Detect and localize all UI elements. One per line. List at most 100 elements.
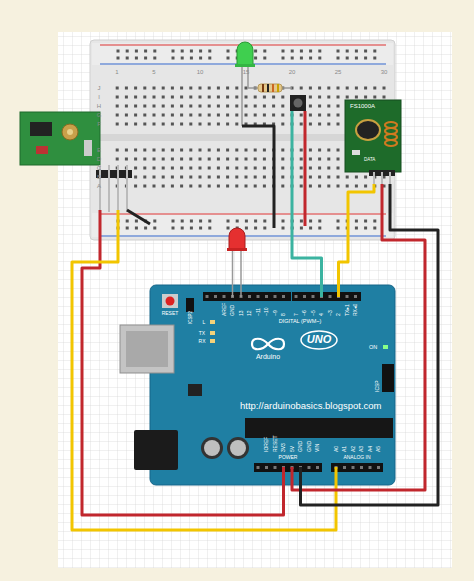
power-jack [134, 430, 178, 470]
drawing-part [189, 185, 192, 188]
drawing-part [143, 185, 146, 188]
drawing-part [245, 105, 248, 108]
breadboard-number: 10 [197, 69, 204, 75]
drawing-part [125, 149, 128, 152]
resistor-band [272, 84, 274, 92]
drawing-part [135, 220, 138, 223]
drawing-part [134, 149, 137, 152]
drawing-part [364, 96, 367, 99]
drawing-part [337, 220, 340, 223]
uno-oval [301, 331, 337, 349]
drawing-part [300, 227, 303, 230]
drawing-part [153, 57, 156, 60]
drawing-part [254, 227, 257, 230]
led-leg [232, 248, 234, 297]
drawing-part [263, 105, 266, 108]
drawing-part [199, 227, 202, 230]
drawing-part [355, 185, 358, 188]
drawing-part [281, 185, 284, 188]
drawing-part [355, 87, 358, 90]
drawing-part [327, 105, 330, 108]
drawing-part [180, 87, 183, 90]
drawing-part [143, 149, 146, 152]
drawing-part [206, 295, 209, 298]
drawing-part [125, 105, 128, 108]
drawing-part [189, 114, 192, 117]
drawing-part [352, 466, 355, 469]
drawing-part [300, 158, 303, 161]
drawing-part [162, 96, 165, 99]
breadboard-number: D [97, 156, 101, 162]
pin-label: DIGITAL (PWM~) [279, 319, 322, 325]
drawing-part [254, 158, 257, 161]
pin-label: RESET [162, 311, 179, 316]
drawing-part [153, 185, 156, 188]
drawing-part [199, 176, 202, 179]
header-holes [206, 295, 381, 469]
drawing-part [282, 227, 285, 230]
breadboard-number: H [97, 103, 101, 109]
resistor-band [277, 84, 279, 92]
pin-label: ~11 [256, 308, 261, 316]
drawing-part [125, 96, 128, 99]
drawing-part [235, 114, 238, 117]
drawing-part [281, 158, 284, 161]
drawing-part [364, 87, 367, 90]
drawing-part [309, 96, 312, 99]
breadboard-number: 1 [115, 69, 118, 75]
drawing-part [199, 57, 202, 60]
drawing-part [217, 176, 220, 179]
drawing-part [309, 87, 312, 90]
drawing-part [226, 167, 229, 170]
wire [82, 210, 284, 515]
drawing-part [281, 149, 284, 152]
drawing-part [254, 105, 257, 108]
drawing-part [254, 185, 257, 188]
drawing-part [226, 176, 229, 179]
drawing-part [318, 167, 321, 170]
drawing-part [373, 87, 376, 90]
pin-label: ~6 [302, 310, 307, 316]
drawing-part [134, 123, 137, 126]
breadboard-number: F [97, 121, 101, 127]
drawing-part [327, 149, 330, 152]
drawing-part [318, 176, 321, 179]
wire [242, 126, 274, 228]
drawing-part [162, 114, 165, 117]
drawing-part [337, 176, 340, 179]
drawing-part [364, 227, 367, 230]
pin-label: A5 [376, 446, 381, 452]
drawing-part [134, 167, 137, 170]
drawing-part [144, 50, 147, 53]
drawing-part [337, 123, 340, 126]
drawing-part [153, 167, 156, 170]
drawing-part [134, 96, 137, 99]
drawing-part [217, 114, 220, 117]
drawing-part [116, 149, 119, 152]
drawing-part [199, 220, 202, 223]
pin-label: A2 [351, 446, 356, 452]
receiver-pot [62, 124, 78, 140]
drawing-part [162, 167, 165, 170]
drawing-part [171, 149, 174, 152]
drawing-part [346, 295, 349, 298]
module-label: DATA [364, 158, 375, 163]
drawing-part [309, 220, 312, 223]
pin-label: A4 [368, 446, 373, 452]
drawing-part [327, 114, 330, 117]
pin-label: ANALOG IN [343, 455, 370, 460]
breadboard-number: E [97, 147, 101, 153]
drawing-part [217, 185, 220, 188]
drawing-part [254, 220, 257, 223]
pin-label: L [203, 320, 206, 325]
drawing-part [263, 227, 266, 230]
red-led [227, 248, 247, 251]
power-header [254, 463, 322, 472]
drawing-part [309, 167, 312, 170]
drawing-part [180, 185, 183, 188]
drawing-part [364, 220, 367, 223]
drawing-part [162, 105, 165, 108]
drawing-part [254, 50, 257, 53]
drawing-part [189, 123, 192, 126]
drawing-part [373, 50, 376, 53]
